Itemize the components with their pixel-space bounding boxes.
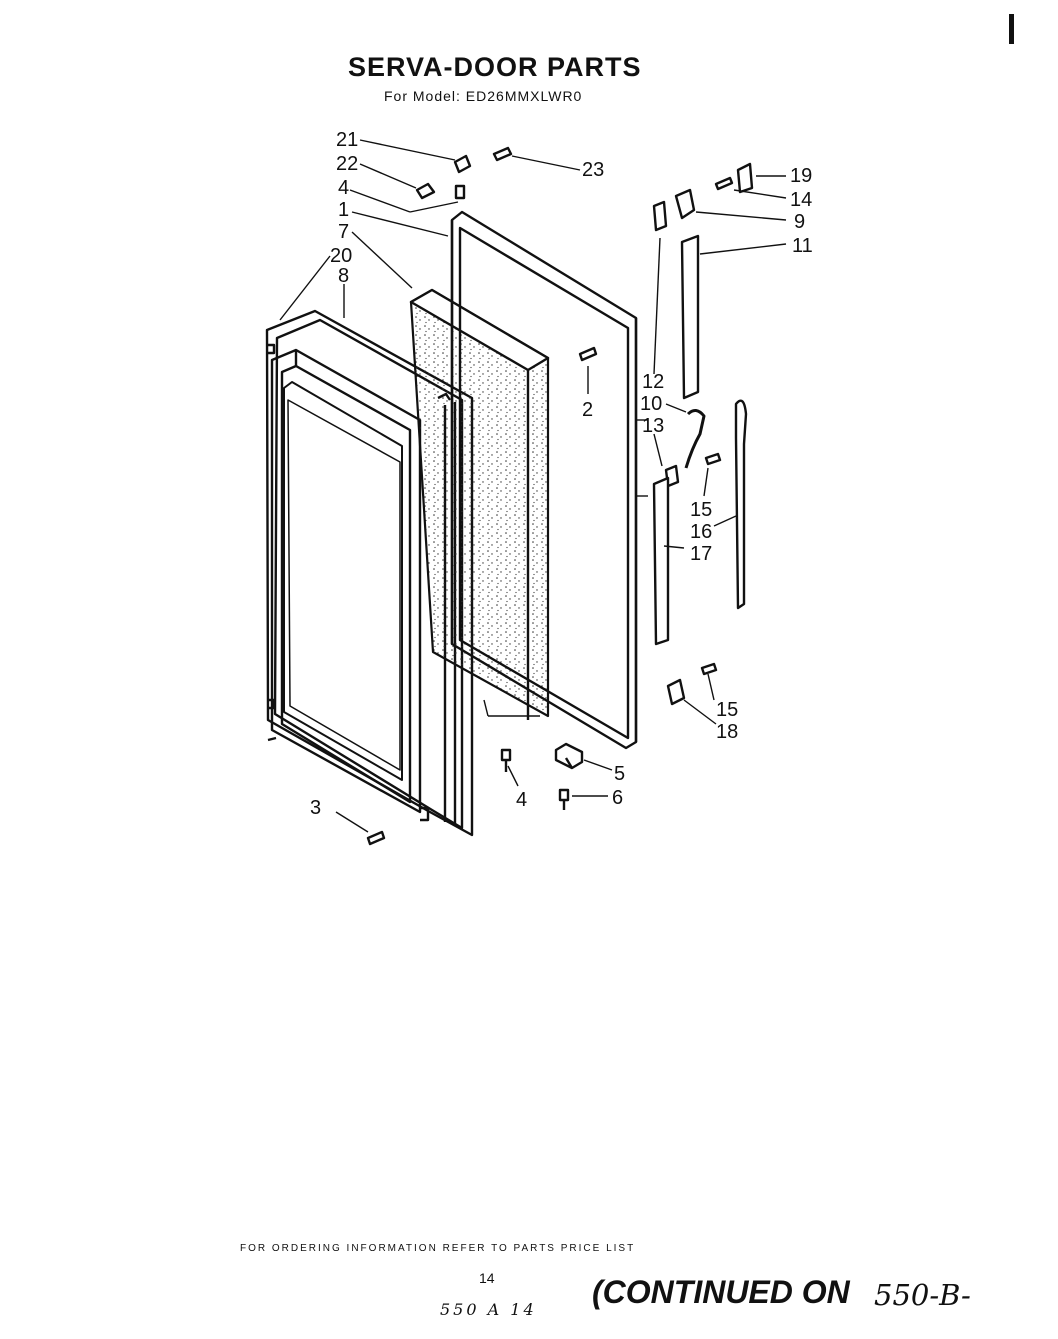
callout-8: 8	[338, 265, 349, 287]
insulation-panel	[409, 288, 550, 720]
callout-18: 18	[716, 721, 738, 743]
callout-6: 6	[612, 787, 623, 809]
callout-7: 7	[338, 221, 349, 243]
callout-2: 2	[582, 399, 593, 421]
top-hinge-parts	[415, 146, 513, 200]
corner-mark	[1009, 14, 1014, 44]
callout-15-upper: 15	[690, 499, 712, 521]
continued-page-ref: 550-B-	[874, 1278, 971, 1312]
continued-label: (CONTINUED ON	[592, 1274, 850, 1310]
handwritten-reference: 550 A 14	[440, 1300, 537, 1319]
callout-3: 3	[310, 797, 321, 819]
callout-5: 5	[614, 763, 625, 785]
page-number: 14	[479, 1270, 495, 1286]
callout-23: 23	[582, 159, 604, 181]
callout-19: 19	[790, 165, 812, 187]
callout-15-lower: 15	[716, 699, 738, 721]
callout-17: 17	[690, 543, 712, 565]
callout-20: 20	[330, 245, 352, 267]
door-inner-liner	[450, 210, 638, 750]
page-title: SERVA-DOOR PARTS	[348, 52, 642, 82]
callout-21: 21	[336, 129, 358, 151]
callout-14: 14	[790, 189, 812, 211]
callout-16: 16	[690, 521, 712, 543]
callout-13: 13	[642, 415, 664, 437]
callout-22: 22	[336, 153, 358, 175]
callout-10: 10	[640, 393, 662, 415]
leader-lines	[279, 139, 787, 833]
callout-1: 1	[338, 199, 349, 221]
callout-12: 12	[642, 371, 664, 393]
callout-labels: 21 22 4 1 7 20 8 23 19 14 9 11 2 12 10 1…	[310, 129, 813, 819]
bottom-hinge	[500, 742, 584, 810]
callout-11: 11	[792, 235, 813, 257]
ordering-note: FOR ORDERING INFORMATION REFER TO PARTS …	[240, 1243, 636, 1254]
model-subtitle: For Model: ED26MMXLWR0	[384, 88, 583, 104]
callout-4-top: 4	[338, 177, 349, 199]
callout-9: 9	[794, 211, 805, 233]
handle-hardware	[366, 162, 754, 846]
callout-4-bottom: 4	[516, 789, 527, 811]
